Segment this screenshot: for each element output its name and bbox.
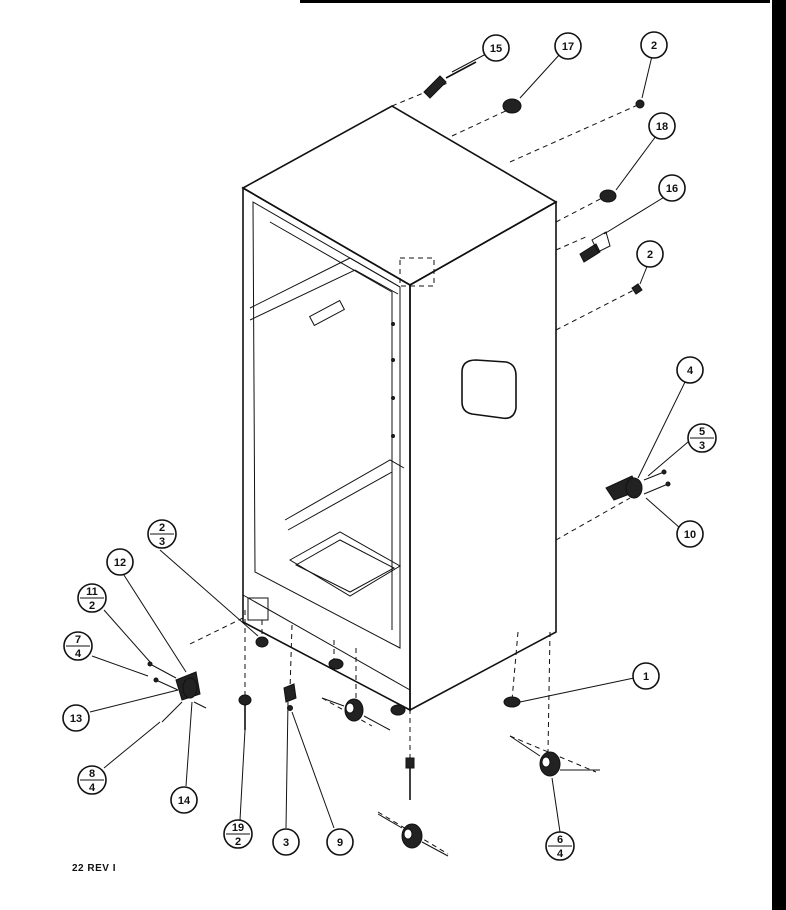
shelf-upper: [249, 257, 401, 309]
center-hinge-part: [579, 231, 611, 263]
callout-14: 14: [170, 786, 198, 814]
roller-right: [509, 735, 600, 777]
roller-front: [321, 697, 391, 731]
callout-19-2: 19 2: [223, 819, 253, 849]
svg-text:4: 4: [75, 648, 82, 660]
svg-text:2: 2: [651, 40, 657, 52]
callout-3: 3: [272, 828, 300, 856]
callout-bubbles: 15 17 2 18 16 2 4 10: [62, 31, 704, 856]
liner-back: [269, 221, 393, 630]
shelf-lower: [284, 459, 405, 521]
callout-7-4: 7 4: [63, 631, 93, 661]
svg-text:3: 3: [283, 837, 289, 849]
hinge-pin-part: [423, 61, 477, 99]
cabinet-top: [241, 105, 558, 286]
svg-text:4: 4: [557, 848, 564, 860]
lower-hinge-assembly-left: [147, 661, 207, 723]
screw-part-side: [631, 283, 643, 295]
small-parts: [147, 61, 671, 857]
callout-4: 4: [676, 356, 704, 384]
svg-text:19: 19: [232, 822, 244, 834]
side-handle-pocket: [461, 359, 517, 420]
svg-text:16: 16: [666, 183, 678, 195]
callout-2-top: 2: [640, 31, 668, 59]
callout-1: 1: [632, 662, 660, 690]
svg-text:13: 13: [70, 713, 82, 725]
callout-12: 12: [106, 548, 134, 576]
top-scan-edge: [300, 0, 770, 3]
svg-text:18: 18: [656, 121, 668, 133]
bolt-bottom: [405, 757, 415, 800]
shelf-upper-lip: [249, 269, 399, 321]
bracket-front-left: [247, 597, 269, 621]
callout-2-side: 2: [636, 240, 664, 268]
svg-text:7: 7: [75, 634, 81, 646]
clip-part: [283, 683, 297, 703]
svg-text:1: 1: [643, 671, 649, 683]
callout-10: 10: [676, 520, 704, 548]
callout-5-3: 5 3: [687, 423, 717, 453]
svg-text:9: 9: [337, 837, 343, 849]
leader-lines: [189, 81, 641, 855]
svg-text:2: 2: [647, 249, 653, 261]
bushing-part-top: [502, 98, 522, 114]
callout-17: 17: [554, 32, 582, 60]
bushing-part-side: [599, 189, 617, 203]
svg-text:12: 12: [114, 557, 126, 569]
svg-text:8: 8: [89, 768, 95, 780]
foot-right-front: [390, 704, 406, 716]
svg-text:3: 3: [159, 536, 165, 548]
callout-15: 15: [482, 34, 510, 62]
callout-leaders: [89, 53, 689, 833]
lower-hinge-assembly-right: [605, 469, 671, 501]
callout-2-3: 2 3: [147, 519, 177, 549]
right-scan-edge: [772, 0, 786, 910]
svg-text:3: 3: [699, 440, 705, 452]
callout-18: 18: [648, 112, 676, 140]
cabinet: [241, 105, 558, 712]
crisper-inner: [294, 539, 396, 593]
bolt-left: [238, 694, 252, 730]
screw-part-top: [635, 99, 645, 109]
svg-text:5: 5: [699, 426, 705, 438]
svg-text:14: 14: [178, 795, 191, 807]
crisper-floor: [289, 531, 401, 597]
cabinet-opening: [252, 201, 401, 649]
foot-center: [328, 658, 344, 670]
revision-label: 22 REV I: [72, 863, 117, 874]
svg-text:6: 6: [557, 834, 563, 846]
cabinet-front-frame: [242, 186, 411, 712]
cabinet-side: [409, 200, 557, 712]
roller-bottom: [377, 813, 449, 857]
svg-text:4: 4: [89, 782, 96, 794]
svg-text:2: 2: [89, 600, 95, 612]
svg-text:17: 17: [562, 41, 574, 53]
fraction-callouts: 5 3 2 3 11 2 7 4 8 4: [63, 423, 717, 861]
svg-text:10: 10: [684, 529, 696, 541]
hinge-bracket-outline: [399, 257, 435, 287]
callout-16: 16: [658, 174, 686, 202]
callout-6-4: 6 4: [545, 831, 575, 861]
leveling-leg-part: [503, 696, 521, 708]
svg-text:11: 11: [86, 586, 98, 598]
svg-text:2: 2: [159, 522, 165, 534]
shelf-lower-lip: [287, 471, 393, 531]
callout-8-4: 8 4: [77, 765, 107, 795]
svg-text:2: 2: [235, 836, 241, 848]
label-plate: [308, 299, 346, 327]
screw-part-bracket: [255, 636, 269, 648]
callout-9: 9: [326, 828, 354, 856]
callout-11-2: 11 2: [77, 583, 107, 613]
svg-text:4: 4: [687, 365, 694, 377]
callout-13: 13: [62, 704, 90, 732]
svg-text:15: 15: [490, 43, 502, 55]
